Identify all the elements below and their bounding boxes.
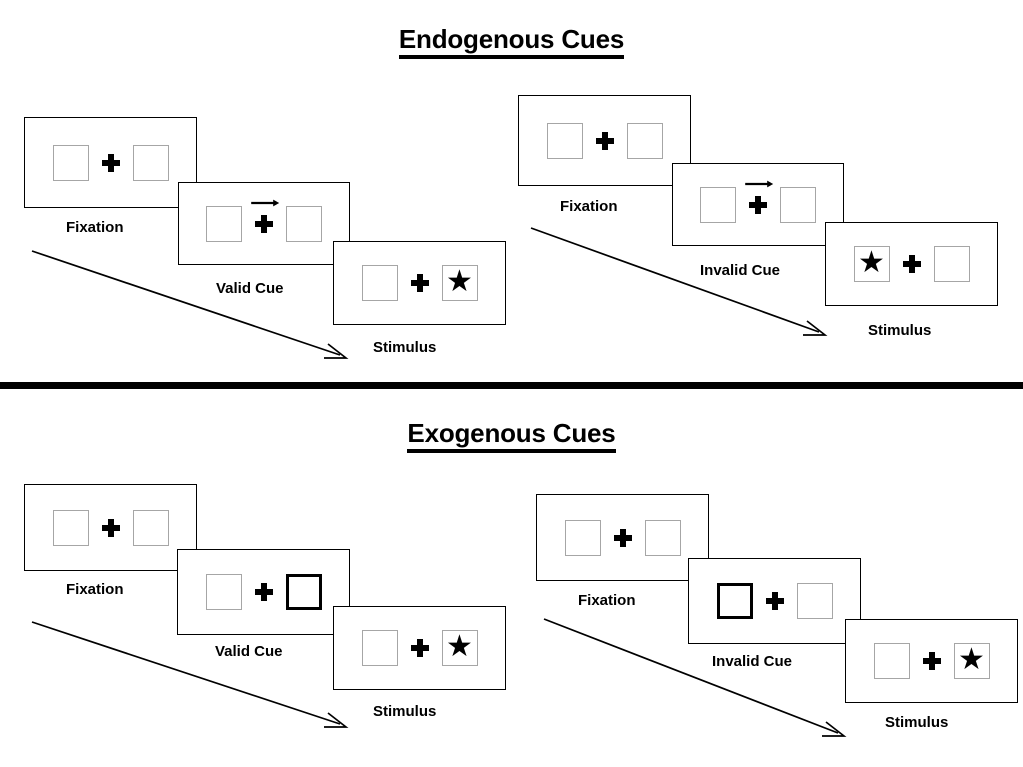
display-row: ★ <box>361 265 478 301</box>
fixation-cross-icon <box>254 583 273 601</box>
placeholder-box-left <box>564 519 601 556</box>
fixation-cross-icon <box>902 255 921 273</box>
fixation-cross-icon <box>595 131 614 150</box>
placeholder-box-right <box>644 519 681 556</box>
display-row <box>700 180 816 223</box>
frame-endogenous-valid-fixation <box>24 117 197 208</box>
placeholder-box-left <box>700 186 736 223</box>
frame-endogenous-valid-cue <box>178 182 350 265</box>
placeholder-box-left <box>206 205 242 242</box>
placeholder-box-right: ★ <box>441 630 478 666</box>
caption-exogenous-invalid-fixation: Fixation <box>578 592 636 609</box>
placeholder-box-left <box>546 122 583 159</box>
caption-exogenous-valid-stimulus: Stimulus <box>373 703 437 720</box>
arrow-right-icon <box>745 180 774 187</box>
placeholder-box-right <box>132 509 169 546</box>
caption-exogenous-valid-fixation: Fixation <box>66 581 124 598</box>
fixation-cross-icon <box>745 180 774 214</box>
fixation-cross-icon <box>410 639 429 657</box>
frame-endogenous-invalid-fixation <box>518 95 691 186</box>
placeholder-box-left: ★ <box>853 246 890 282</box>
display-row <box>205 574 322 610</box>
frame-endogenous-invalid-cue <box>672 163 844 246</box>
display-row: ★ <box>873 643 990 679</box>
placeholder-box-right: ★ <box>953 643 990 679</box>
caption-endogenous-invalid-fixation: Fixation <box>560 198 618 215</box>
placeholder-box-right <box>780 186 816 223</box>
placeholder-box-left <box>361 630 398 666</box>
caption-exogenous-invalid-stimulus: Stimulus <box>885 714 949 731</box>
frame-exogenous-valid-stimulus: ★ <box>333 606 506 690</box>
caption-exogenous-valid-cue: Valid Cue <box>215 643 283 660</box>
section-title-endogenous-text: Endogenous Cues <box>398 24 624 59</box>
fixation-cross-icon <box>251 199 280 233</box>
star-icon: ★ <box>446 630 473 663</box>
placeholder-box-right <box>286 205 322 242</box>
frame-endogenous-invalid-stimulus: ★ <box>825 222 998 306</box>
caption-endogenous-valid-fixation: Fixation <box>66 219 124 236</box>
placeholder-box-right <box>132 144 169 181</box>
fixation-cross-icon <box>765 592 784 610</box>
section-title-endogenous: Endogenous Cues <box>0 24 1023 59</box>
placeholder-box-right <box>796 583 833 619</box>
caption-endogenous-valid-stimulus: Stimulus <box>373 339 437 356</box>
frame-exogenous-invalid-cue <box>688 558 861 644</box>
placeholder-box-right <box>626 122 663 159</box>
fixation-cross-icon <box>922 652 941 670</box>
star-icon: ★ <box>958 643 985 676</box>
placeholder-box-left <box>361 265 398 301</box>
display-row <box>546 122 663 159</box>
display-row: ★ <box>853 246 970 282</box>
fixation-cross-icon <box>101 518 120 537</box>
frame-exogenous-valid-fixation <box>24 484 197 571</box>
section-title-exogenous: Exogenous Cues <box>0 418 1023 453</box>
placeholder-box-right <box>933 246 970 282</box>
placeholder-box-right-cued <box>285 574 322 610</box>
placeholder-box-right: ★ <box>441 265 478 301</box>
placeholder-box-left <box>873 643 910 679</box>
fixation-cross-icon <box>410 274 429 292</box>
placeholder-box-left <box>205 574 242 610</box>
frame-exogenous-invalid-fixation <box>536 494 709 581</box>
fixation-cross-icon <box>613 528 632 547</box>
display-row <box>206 199 322 242</box>
section-title-exogenous-text: Exogenous Cues <box>407 418 616 453</box>
placeholder-box-left-cued <box>716 583 753 619</box>
display-row <box>52 509 169 546</box>
display-row <box>52 144 169 181</box>
frame-endogenous-valid-stimulus: ★ <box>333 241 506 325</box>
caption-endogenous-invalid-cue: Invalid Cue <box>700 262 781 279</box>
star-icon: ★ <box>446 265 473 298</box>
frame-exogenous-valid-cue <box>177 549 350 635</box>
caption-exogenous-invalid-cue: Invalid Cue <box>712 653 793 670</box>
caption-endogenous-invalid-stimulus: Stimulus <box>868 322 932 339</box>
arrow-right-icon <box>251 199 280 206</box>
fixation-cross-icon <box>101 153 120 172</box>
section-divider <box>0 382 1023 389</box>
display-row: ★ <box>361 630 478 666</box>
display-row <box>716 583 833 619</box>
frame-exogenous-invalid-stimulus: ★ <box>845 619 1018 703</box>
caption-endogenous-valid-cue: Valid Cue <box>216 280 284 297</box>
placeholder-box-left <box>52 144 89 181</box>
display-row <box>564 519 681 556</box>
star-icon: ★ <box>858 246 885 279</box>
placeholder-box-left <box>52 509 89 546</box>
